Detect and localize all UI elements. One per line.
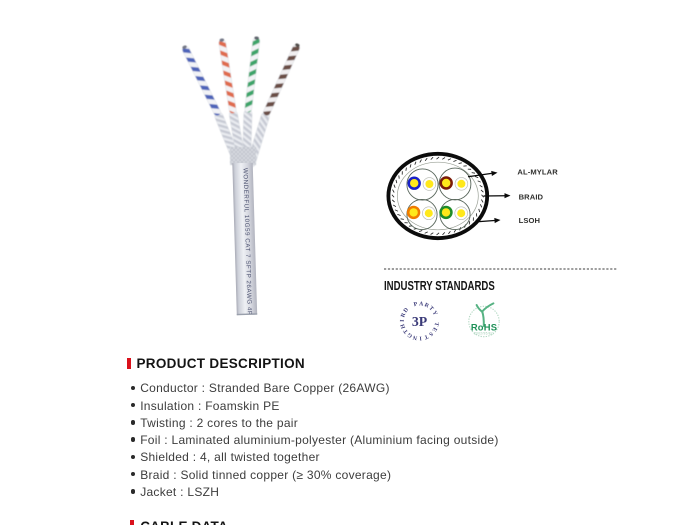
svg-text:D: D — [403, 307, 410, 314]
svg-text:BRAID: BRAID — [519, 193, 544, 202]
svg-text:R: R — [400, 312, 407, 319]
svg-text:T: T — [428, 305, 435, 312]
svg-text:Y: Y — [431, 310, 439, 317]
svg-text:3P: 3P — [412, 314, 428, 329]
svg-text:T: T — [423, 333, 429, 340]
svg-text:I: I — [419, 335, 422, 341]
svg-text:T: T — [403, 328, 410, 335]
svg-text:RoHS: RoHS — [471, 322, 497, 333]
svg-text:S: S — [427, 330, 433, 337]
svg-text:T: T — [433, 322, 440, 327]
svg-text:N: N — [412, 333, 418, 340]
svg-text:H: H — [400, 323, 407, 330]
svg-text:E: E — [430, 326, 437, 332]
svg-text:R: R — [423, 302, 430, 310]
svg-text:G: G — [406, 331, 414, 339]
svg-text:I: I — [400, 319, 406, 322]
svg-text:LSOH: LSOH — [519, 216, 541, 225]
svg-text:A: A — [419, 301, 425, 307]
svg-text:P: P — [413, 301, 418, 308]
svg-text:AL-MYLAR: AL-MYLAR — [517, 167, 558, 176]
svg-text:2002/95/EC: 2002/95/EC — [474, 332, 494, 336]
